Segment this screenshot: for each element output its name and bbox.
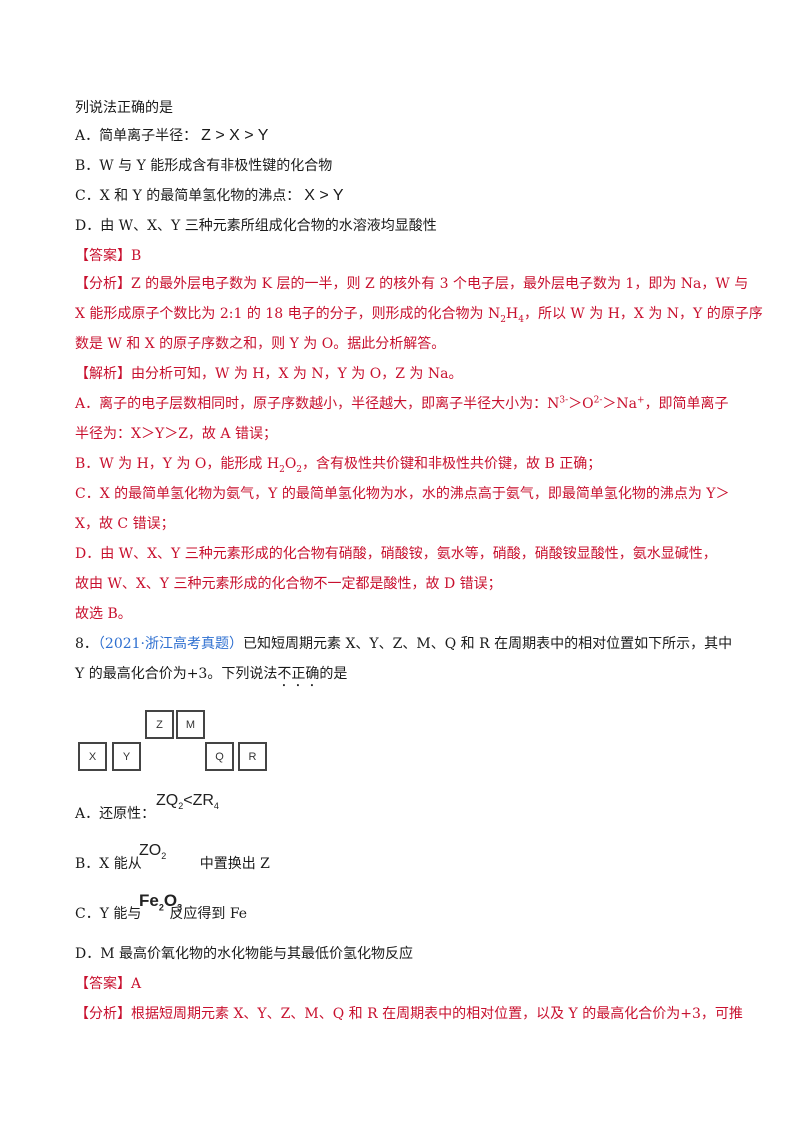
q8-analysis-line-1: 【分析】根据短周期元素 X、Y、Z、M、Q 和 R 在周期表中的相对位置，以及 … [75,1006,743,1022]
q8-stem-line-2: Y 的最高化合价为+3。下列说法不正确的是 [75,664,347,690]
q7-jiexi-b: B．W 为 H，Y 为 O，能形成 H2O2，含有极性共价键和非极性共价键，故 … [75,454,601,474]
q7-analysis-sub: 2 [500,314,506,325]
q8-option-a-label: A．还原性： [75,806,156,822]
q8-stem-part: Y 的最高化合价为+3。下列说法 [75,666,278,682]
table-cell-z: Z [145,710,174,739]
q8-option-b-post: 中置换出 Z [199,856,270,872]
q7-jiexi-a-part: A．离子的电子层数相同时，原子序数越小，半径越大，即离子半径大小为：N [75,396,560,412]
q8-option-c-pre: C．Y 能与 [75,906,142,922]
q7-jiexi-b-sub: 2 [296,464,303,475]
q8-stem-emphasis: 不正确 [277,666,320,682]
q7-option-d: D．由 W、X、Y 三种元素所组成化合物的水溶液均显酸性 [75,218,437,234]
q7-option-c-text: C．X 和 Y 的最简单氢化物的沸点： [75,188,301,204]
q7-jiexi-b-part: ，含有极性共价键和非极性共价键，故 B 正确； [302,456,602,472]
q8-option-b: B．X 能从 中置换出 Z [75,854,270,874]
q7-option-b: B．W 与 Y 能形成含有非极性键的化合物 [75,158,333,174]
q8-number: 8． [75,636,98,652]
q7-option-a-text: A．简单离子半径： [75,128,198,144]
table-cell-r: R [238,742,267,771]
q7-jiexi-a-sup: 3- [559,395,569,406]
formula-sub: 2 [158,902,164,913]
q7-analysis-line-1: 【分析】Z 的最外层电子数为 K 层的一半，则 Z 的核外有 3 个电子层，最外… [75,276,749,292]
q8-stem-text: 已知短周期元素 X、Y、Z、M、Q 和 R 在周期表中的相对位置如下所示，其中 [243,636,733,652]
q8-stem-part: 的是 [319,666,348,682]
q7-jiexi-a-line-2: 半径为：X＞Y＞Z，故 A 错误； [75,426,277,442]
q8-option-a-formula: ZQ2<ZR4 [156,792,219,812]
q8-option-c-formula: Fe2O3 [139,891,183,913]
q7-option-a-math: Z > X > Y [201,127,269,144]
q7-jiexi-a-part: ＞O [568,396,594,412]
formula-sub: 2 [161,851,167,862]
q8-option-d: D．M 最高价氧化物的水化物能与其最低价氢化物反应 [75,946,414,962]
formula-sub: 2 [178,801,184,812]
q7-answer: 【答案】B [75,248,142,264]
q7-jiexi-b-part: O [284,456,297,472]
q7-option-a: A．简单离子半径：Z > X > Y [75,126,268,146]
table-cell-x: X [78,742,107,771]
q7-stem-end: 列说法正确的是 [75,100,173,116]
q7-conclusion: 故选 B。 [75,606,132,622]
q8-option-b-pre: B．X 能从 [75,856,142,872]
table-cell-m: M [176,710,205,739]
q7-analysis-2-part: X 能形成原子个数比为 2:1 的 18 电子的分子，则形成的化合物为 N [75,306,501,322]
q7-analysis-2-part: ，所以 W 为 H，X 为 N，Y 的原子序 [523,306,763,322]
q7-option-c: C．X 和 Y 的最简单氢化物的沸点：X > Y [75,186,344,206]
q7-jiexi-c-line-1: C．X 的最简单氢化物为氨气，Y 的最简单氢化物为水，水的沸点高于氨气，即最简单… [75,486,730,502]
table-cell-q: Q [205,742,234,771]
q8-answer: 【答案】A [75,976,142,992]
q8-source-tag: （2021·浙江高考真题） [97,636,244,652]
formula-part: <ZR [183,792,214,809]
formula-part: ZO [139,842,162,859]
formula-sub: 3 [177,902,183,913]
q7-analysis-line-3: 数是 W 和 X 的原子序数之和，则 Y 为 O。据此分析解答。 [75,336,446,352]
formula-part: Fe [139,891,159,910]
q8-option-c: C．Y 能与 反应得到 Fe [75,904,247,924]
q7-jiexi-a-part: ＞Na [602,396,638,412]
q7-jiexi-c-line-2: X，故 C 错误； [75,516,175,532]
q7-jiexi-d-line-2: 故由 W、X、Y 三种元素形成的化合物不一定都是酸性，故 D 错误； [75,576,502,592]
q7-analysis-line-2: X 能形成原子个数比为 2:1 的 18 电子的分子，则形成的化合物为 N2H4… [75,304,763,324]
q7-jiexi-a-sup: 2- [593,395,603,406]
q8-stem-line-1: 8．（2021·浙江高考真题）已知短周期元素 X、Y、Z、M、Q 和 R 在周期… [75,634,732,654]
q7-jiexi-a-line-1: A．离子的电子层数相同时，原子序数越小，半径越大，即离子半径大小为：N3-＞O2… [75,394,729,414]
q7-analysis-sub: 4 [518,314,524,325]
q7-jiexi-d-line-1: D．由 W、X、Y 三种元素形成的化合物有硝酸，硝酸铵，氨水等，硝酸，硝酸铵显酸… [75,546,717,562]
q7-option-c-math: X > Y [304,187,344,204]
q8-option-b-formula: ZO2 [139,842,167,862]
q7-jiexi-a-sup: + [637,395,645,406]
q7-jiexi-intro: 【解析】由分析可知，W 为 H，X 为 N，Y 为 O，Z 为 Na。 [75,366,463,382]
formula-part: O [163,891,178,910]
table-cell-y: Y [112,742,141,771]
formula-part: ZQ [156,792,179,809]
formula-sub: 4 [213,801,219,812]
q8-option-c-post: 反应得到 Fe [169,906,248,922]
q7-analysis-2-part: H [506,306,519,322]
q7-jiexi-a-part: ，即简单离子 [644,396,729,412]
q7-jiexi-b-sub: 2 [279,464,285,475]
q7-jiexi-b-part: B．W 为 H，Y 为 O，能形成 H [75,456,280,472]
